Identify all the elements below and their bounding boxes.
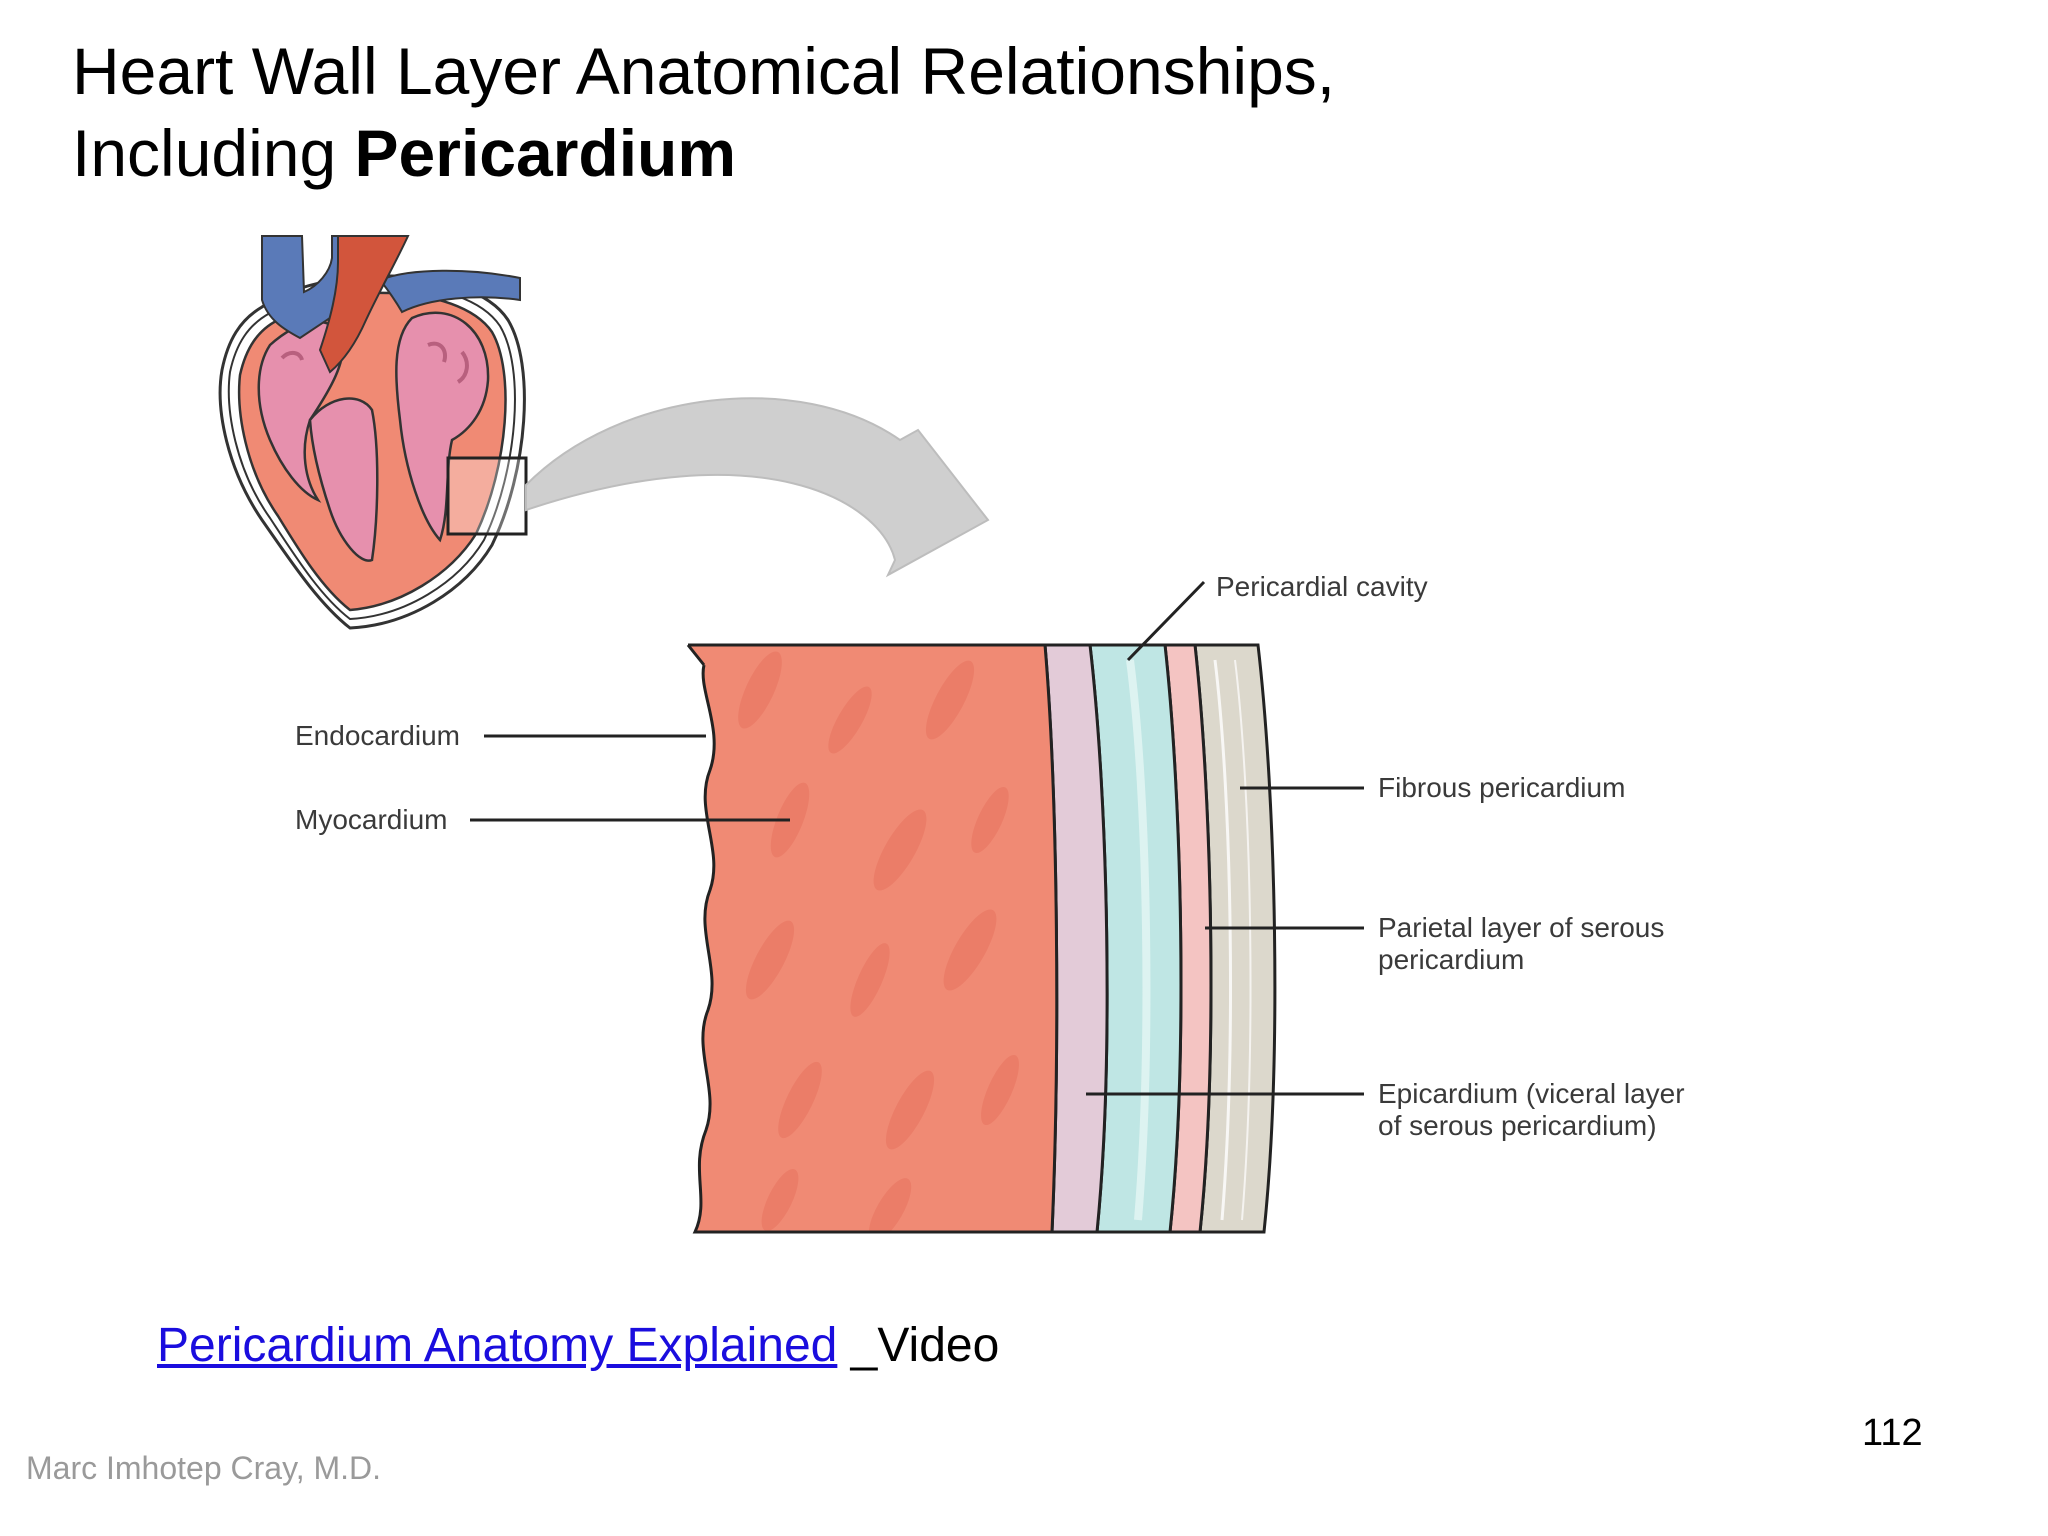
endocardium-edge: [686, 643, 1052, 1234]
leader-pericardial-cavity: [1126, 580, 1206, 662]
title-line-2-bold: Pericardium: [354, 116, 737, 190]
label-epicardium-line-2: of serous pericardium): [1378, 1110, 1657, 1141]
heart-illustration: [218, 235, 528, 630]
author-credit: Marc Imhotep Cray, M.D.: [26, 1450, 382, 1486]
label-parietal-line-2: pericardium: [1378, 944, 1524, 975]
zoom-box: [446, 456, 528, 536]
video-suffix: _Video: [837, 1319, 1000, 1372]
page-number: 112: [1862, 1412, 1923, 1454]
aorta: [318, 235, 410, 374]
wall-section: [686, 643, 1277, 1234]
title-line-1: Heart Wall Layer Anatomical Relationship…: [72, 34, 1336, 108]
video-link-line: Pericardium Anatomy Explained _Video: [157, 1316, 999, 1376]
heart-ventricle: [308, 397, 379, 562]
label-myocardium: Myocardium: [295, 804, 447, 835]
pulmonary-veins: [378, 269, 521, 314]
label-epicardium-line-1: Epicardium (viceral layer: [1378, 1078, 1685, 1109]
zoom-arrow: [525, 397, 990, 578]
leader-lines: [470, 580, 1364, 1096]
label-parietal-line-1: Parietal layer of serous: [1378, 912, 1664, 943]
label-endocardium: Endocardium: [295, 720, 460, 751]
label-fibrous-pericardium: Fibrous pericardium: [1378, 772, 1625, 803]
myocardium-layer: [688, 645, 1057, 1232]
label-pericardial-cavity: Pericardial cavity: [1216, 571, 1428, 602]
title-line-2-prefix: Including: [72, 116, 355, 190]
slide-title: Heart Wall Layer Anatomical Relationship…: [72, 30, 1335, 194]
video-link[interactable]: Pericardium Anatomy Explained: [157, 1319, 838, 1372]
